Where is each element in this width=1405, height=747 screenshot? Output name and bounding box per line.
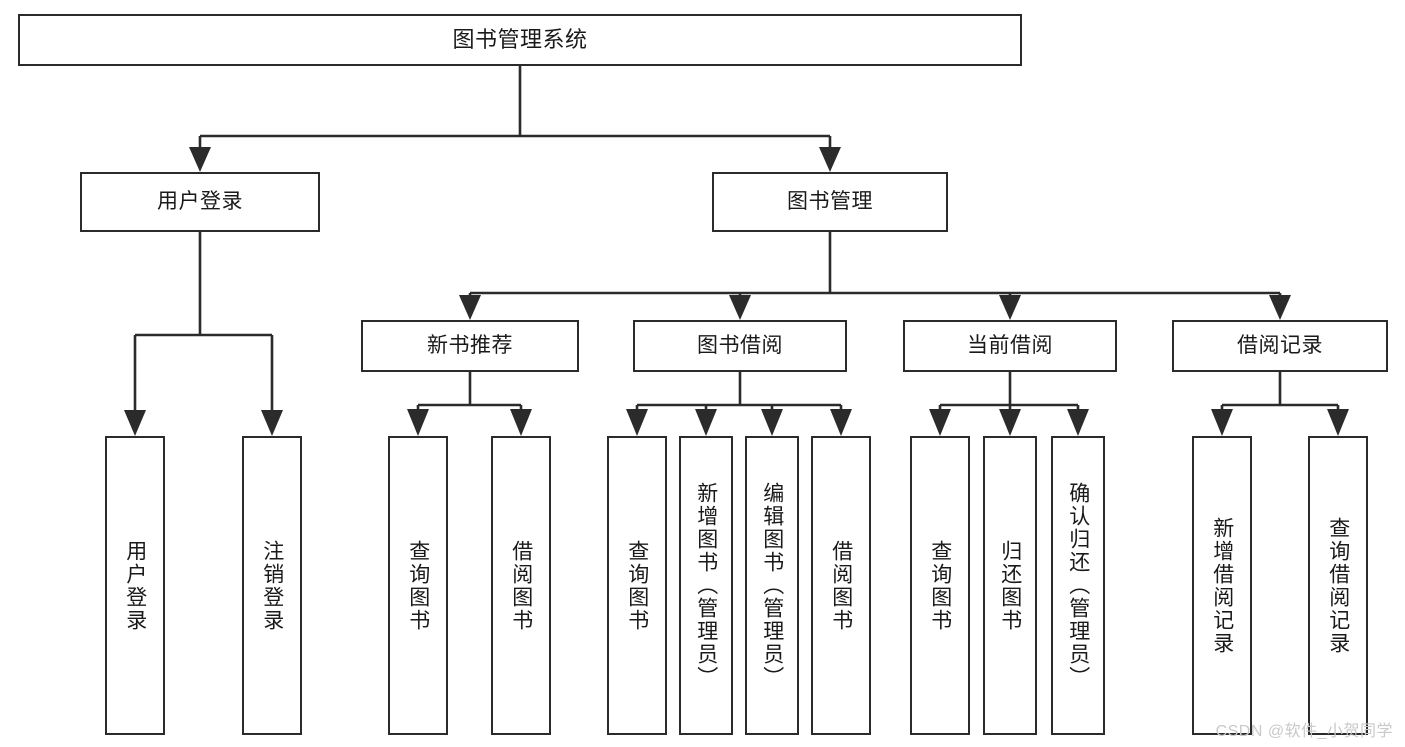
node-label: 用户登录 [157,190,243,214]
leaf-records-add-record[interactable]: 新增借阅记录 [1192,436,1252,735]
node-label: 用户登录 [123,539,147,632]
arrowhead-borrow-leaf-4 [830,409,852,436]
node-label: 查询图书 [928,539,952,632]
node-label: 当前借阅 [967,334,1053,358]
node-label: 图书管理系统 [452,26,588,52]
node-label: 编辑图书（管理员） [760,482,784,689]
csdn-watermark: CSDN @软件_小贺同学 [1215,723,1393,740]
leaf-current-query-book[interactable]: 查询图书 [910,436,970,735]
arrowhead-borrow-leaf-2 [695,409,717,436]
node-label: 图书借阅 [697,334,783,358]
node-borrow-records[interactable]: 借阅记录 [1172,320,1388,372]
node-label: 新书推荐 [427,334,513,358]
leaf-newbook-query-book[interactable]: 查询图书 [388,436,448,735]
node-current-borrow[interactable]: 当前借阅 [903,320,1117,372]
arrowhead-current-leaf-1 [929,409,951,436]
node-label: 借阅图书 [509,539,533,632]
node-root-book-management-system[interactable]: 图书管理系统 [18,14,1022,66]
leaf-current-confirm-return-admin[interactable]: 确认归还（管理员） [1051,436,1105,735]
leaf-user-login[interactable]: 用户登录 [105,436,165,735]
arrowhead-current-leaf-2 [999,409,1021,436]
leaf-logout[interactable]: 注销登录 [242,436,302,735]
arrowhead-records-leaf-1 [1211,409,1233,436]
arrowhead-records-leaf-2 [1327,409,1349,436]
arrowhead-borrow-records [1269,295,1291,320]
node-label: 借阅图书 [829,539,853,632]
arrowhead-book-borrow [729,295,751,320]
arrowhead-new-book [459,295,481,320]
node-label: 查询图书 [625,539,649,632]
node-label: 归还图书 [998,539,1022,632]
node-label: 注销登录 [260,539,284,632]
leaf-borrow-query-book[interactable]: 查询图书 [607,436,667,735]
node-label: 查询图书 [406,539,430,632]
leaf-newbook-borrow-book[interactable]: 借阅图书 [491,436,551,735]
node-user-login[interactable]: 用户登录 [80,172,320,232]
node-label: 新增借阅记录 [1210,516,1234,655]
node-label: 借阅记录 [1237,334,1323,358]
leaf-borrow-add-book-admin[interactable]: 新增图书（管理员） [679,436,733,735]
node-label: 查询借阅记录 [1326,516,1350,655]
arrowhead-newbook-leaf-2 [510,409,532,436]
arrowhead-current-borrow [999,295,1021,320]
arrowhead-leaf-user-login [124,410,146,436]
node-label: 确认归还（管理员） [1066,482,1090,689]
node-label: 图书管理 [787,190,873,214]
node-new-book-recommend[interactable]: 新书推荐 [361,320,579,372]
leaf-borrow-edit-book-admin[interactable]: 编辑图书（管理员） [745,436,799,735]
leaf-borrow-borrow-book[interactable]: 借阅图书 [811,436,871,735]
leaf-records-query-record[interactable]: 查询借阅记录 [1308,436,1368,735]
arrowhead-leaf-logout [261,410,283,436]
arrowhead-current-leaf-3 [1067,409,1089,436]
node-book-borrow[interactable]: 图书借阅 [633,320,847,372]
arrowhead-newbook-leaf-1 [407,409,429,436]
arrowhead-borrow-leaf-3 [761,409,783,436]
arrowhead-borrow-leaf-1 [626,409,648,436]
arrowhead-book-manage [819,147,841,172]
leaf-current-return-book[interactable]: 归还图书 [983,436,1037,735]
arrowhead-user-login [189,147,211,172]
node-book-management[interactable]: 图书管理 [712,172,948,232]
node-label: 新增图书（管理员） [694,482,718,689]
